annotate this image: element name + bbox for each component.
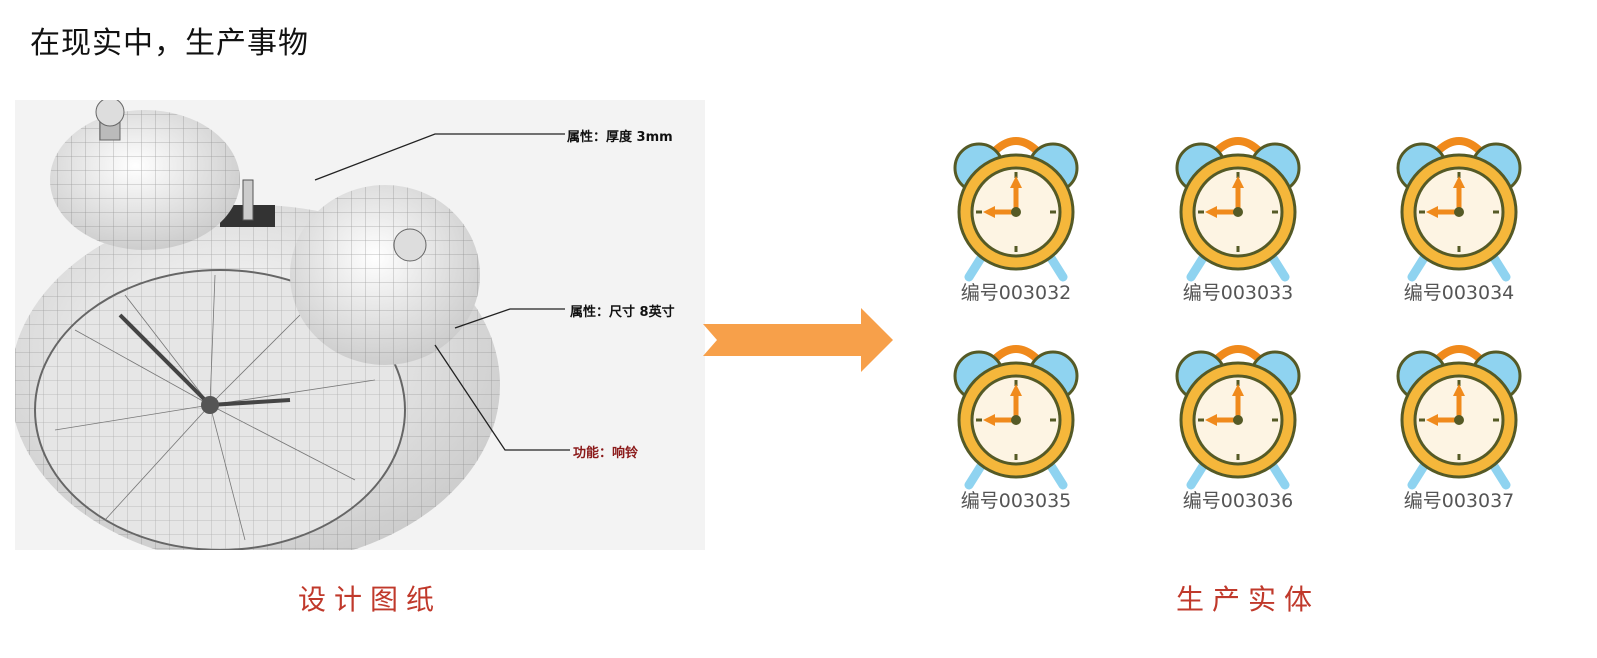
alarm-clock-icon <box>953 345 1079 490</box>
entity-label: 编号003036 <box>1182 490 1294 512</box>
alarm-clock-icon <box>953 137 1079 282</box>
page-title: 在现实中，生产事物 <box>30 26 309 61</box>
entity-item: 编号003034 <box>1374 132 1544 332</box>
entity-item: 编号003037 <box>1374 340 1544 540</box>
entity-item: 编号003033 <box>1153 132 1323 332</box>
entity-item: 编号003035 <box>931 340 1101 540</box>
alarm-clock-icon <box>1175 137 1301 282</box>
entity-label: 编号003033 <box>1182 282 1294 304</box>
entity-label: 编号003032 <box>960 282 1072 304</box>
entity-label: 编号003034 <box>1403 282 1515 304</box>
callout-size: 属性：尺寸 8英寸 <box>570 305 675 320</box>
alarm-clock-icon <box>1175 345 1301 490</box>
entity-item: 编号003032 <box>931 132 1101 332</box>
alarm-clock-wireframe <box>15 100 570 550</box>
entities-caption: 生产实体 <box>1176 583 1321 616</box>
entity-item: 编号003036 <box>1153 340 1323 540</box>
callout-function: 功能：响铃 <box>573 446 639 461</box>
alarm-clock-icon <box>1396 345 1522 490</box>
blueprint-image: 属性：厚度 3mm 属性：尺寸 8英寸 功能：响铃 <box>15 100 705 550</box>
alarm-clock-icon <box>1396 137 1522 282</box>
entity-label: 编号003037 <box>1403 490 1515 512</box>
entity-label: 编号003035 <box>960 490 1072 512</box>
blueprint-caption: 设计图纸 <box>298 583 443 616</box>
callout-thickness: 属性：厚度 3mm <box>567 130 673 145</box>
right-arrow-icon <box>703 308 893 372</box>
